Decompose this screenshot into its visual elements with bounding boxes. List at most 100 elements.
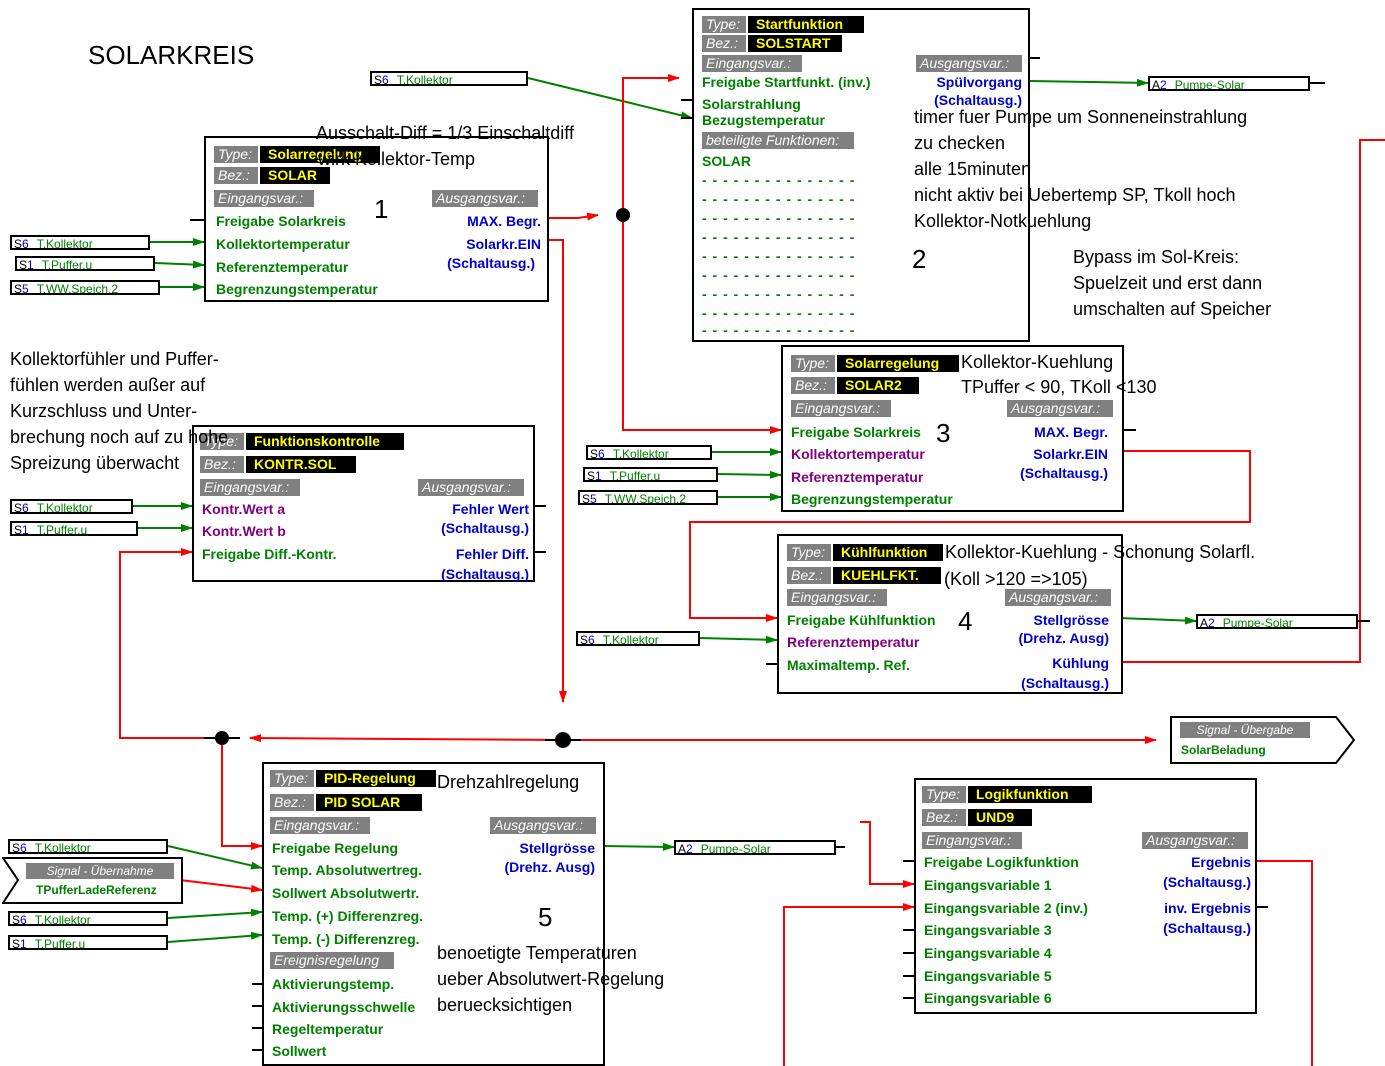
input: Referenztemperatur [216,259,349,275]
type-value: Startfunktion [748,16,864,33]
block-logikfunktion[interactable]: Type: Logikfunktion Bez.: UND9 Eingangsv… [914,778,1257,1014]
ereignis-label: Ereignisregelung [270,952,394,969]
wire-s6-b5 [167,845,263,870]
wire-s1-b1 [154,260,205,269]
output: Stellgrösse [1033,612,1109,628]
input: Bezugstemperatur [702,112,825,128]
output: (Schaltausg.) [1021,675,1109,691]
signal-uebernahme[interactable]: Signal - Übernahme TPufferLadeReferenz [2,857,184,904]
input: Kontr.Wert b [202,523,286,539]
output: (Schaltausg.) [1163,874,1251,890]
output: Stellgrösse [519,840,595,856]
wire-s6-b4 [699,635,778,644]
block-funktionskontrolle[interactable]: Type: Funktionskontrolle Bez.: KONTR.SOL… [192,425,535,582]
output: (Drehz. Ausg) [504,859,595,875]
input: Freigabe Regelung [272,840,399,856]
annotation-schonung: Kollektor-Kuehlung - Schonung Solarfl. [945,542,1256,562]
input: Freigabe Kühlfunktion [787,612,936,628]
wire-s6b-b5 [167,908,263,919]
junction-1 [616,208,630,222]
block-kuehlfunktion[interactable]: Type: Kühlfunktion Bez.: KUEHLFKT. Einga… [777,534,1123,694]
eingang-label: Eingangsvar.: [787,589,887,606]
dash-row: - - - - - - - - - - - - - - - [702,248,856,264]
wire-b3-b4 [689,450,1251,622]
eingang-label: Eingangsvar.: [214,190,314,207]
bez-value: PID SOLAR [316,794,422,811]
signal-uebergabe[interactable]: Signal - Übergabe SolarBeladung [1170,716,1356,764]
wire-bus-left [249,734,564,743]
junction-3 [215,731,229,745]
input: Sollwert [272,1043,327,1059]
input: Solarstrahlung [702,96,801,112]
annotation-wirk: wirk Kollektor-Temp [318,149,476,169]
wire-b1-sol [548,239,567,703]
bez-label: Bez.: [214,167,258,184]
input: Freigabe Startfunkt. (inv.) [702,74,871,90]
type-label: Type: [702,16,746,33]
ausgang-label: Ausgangsvar.: [916,55,1022,72]
bez-label: Bez.: [922,809,966,826]
output: MAX. Begr. [1034,424,1108,440]
input: Eingangsvariable 6 [924,990,1052,1006]
eingang-label: Eingangsvar.: [200,479,300,496]
output: (Schaltausg.) [447,255,535,271]
ausgang-label: Ausgangsvar.: [1005,589,1111,606]
block-pid-regelung[interactable]: Type: PID-Regelung Bez.: PID SOLAR Einga… [262,762,605,1066]
output: (Schaltausg.) [1163,920,1251,936]
input: Freigabe Diff.-Kontr. [202,546,337,562]
dash-row: - - - - - - - - - - - - - - - [702,305,856,321]
type-label: Type: [791,355,835,372]
dash-row: - - - - - - - - - - - - - - - [702,191,856,207]
output: Ergebnis [1191,854,1251,870]
bez-label: Bez.: [270,794,314,811]
bez-label: Bez.: [200,456,244,473]
type-value: PID-Regelung [316,770,436,787]
beteiligt-label: beteiligte Funktionen: [702,132,854,149]
input: Kontr.Wert a [202,501,285,517]
bez-value: KONTR.SOL [246,456,356,473]
block-number-4: 4 [958,606,973,636]
input: Eingangsvariable 4 [924,945,1052,961]
eingang-label: Eingangsvar.: [922,832,1022,849]
block-startfunktion[interactable]: Type: Startfunktion Bez.: SOLSTART Einga… [692,8,1030,342]
output: Fehler Wert [452,501,529,517]
block-solarregelung-1[interactable]: Type: Solarregelung Bez.: SOLAR Eingangs… [204,136,549,302]
wire-s1-b3 [717,470,782,479]
output: Spülvorgang [936,74,1022,90]
wire-b1-out [548,212,599,221]
block-number-2: 2 [912,244,927,274]
type-label: Type: [787,544,831,561]
function-solar: SOLAR [702,153,751,169]
dash-row: - - - - - - - - - - - - - - - [702,322,856,338]
page-title: SOLARKREIS [88,40,255,70]
bez-value: UND9 [968,809,1032,826]
wire-sig-b5 [179,879,263,893]
annotation-kuehlung: Kollektor-Kuehlung [961,352,1114,372]
wire-bus-fk [119,548,222,739]
bez-value: SOLSTART [748,35,842,52]
input: Temp. (-) Differenzreg. [272,931,420,947]
output: (Drehz. Ausg) [1018,630,1109,646]
bez-value: KUEHLFKT. [833,567,941,584]
wire-b5-a2 [602,842,675,851]
block-solarregelung-2[interactable]: Type: Solarregelung Bez.: SOLAR2 Eingang… [781,345,1124,512]
